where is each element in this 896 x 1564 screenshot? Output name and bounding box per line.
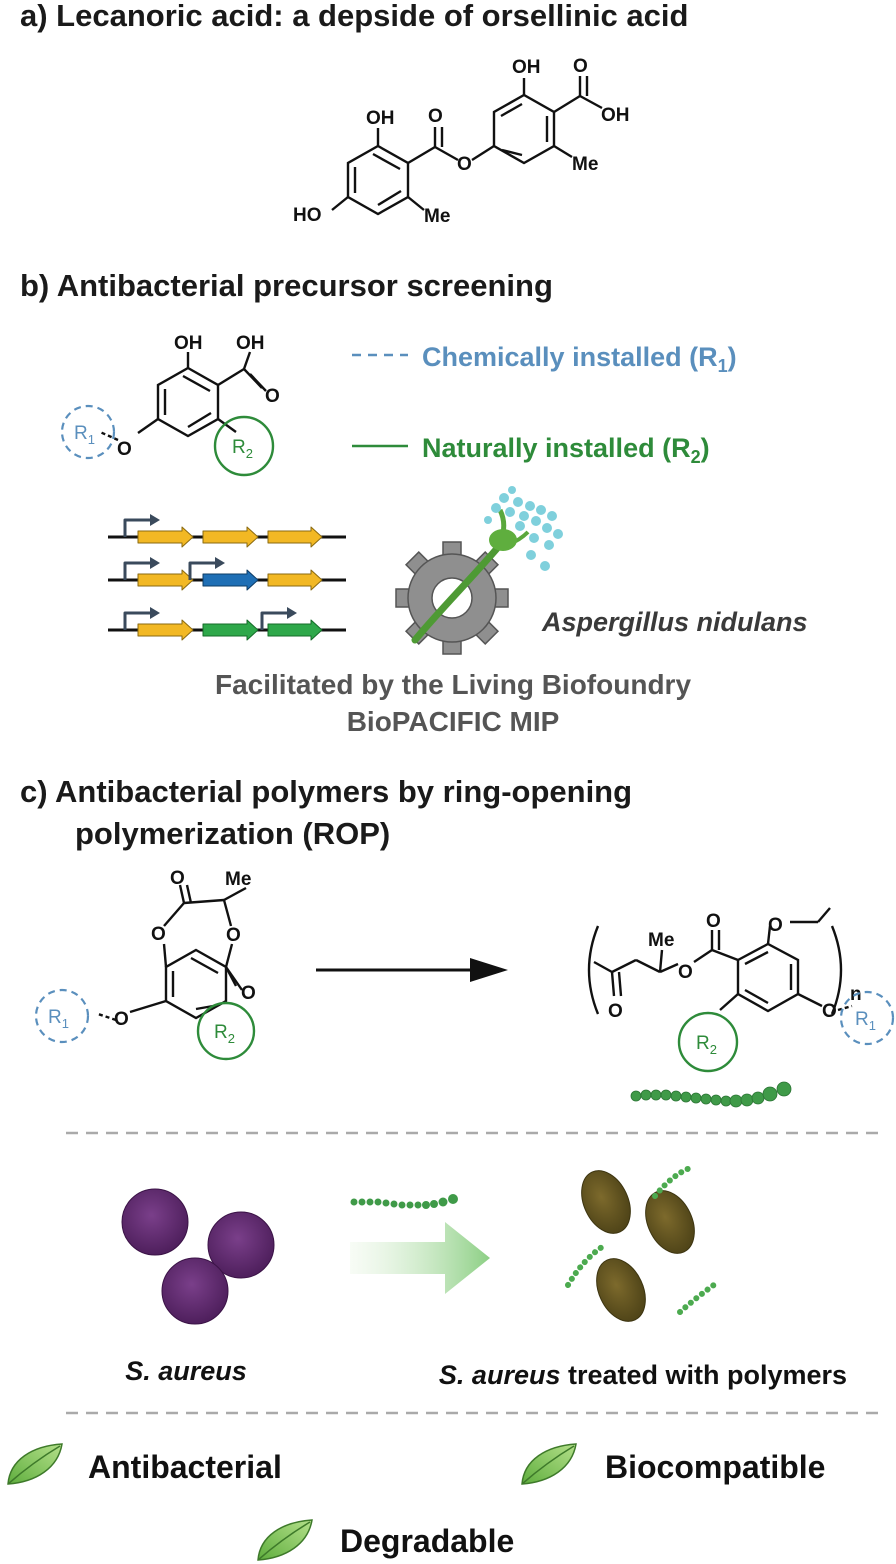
atom-oh-b2: OH	[236, 333, 265, 354]
monomer-bond-extra	[224, 966, 238, 987]
atom-o-p5: O	[822, 1001, 837, 1022]
atom-o-m4: O	[241, 983, 256, 1004]
lecanoric-acid-structure	[331, 76, 603, 216]
orsellinic-core-structure	[99, 351, 267, 442]
property-degradable: Degradable	[340, 1523, 514, 1559]
atom-o-p2: O	[678, 962, 693, 983]
property-biocompatible: Biocompatible	[605, 1449, 825, 1485]
atom-oh-acid: OH	[601, 105, 630, 126]
svg-text:R1: R1	[74, 423, 95, 447]
polymer-chain-icon	[630, 1081, 792, 1108]
atom-me-p: Me	[648, 930, 674, 951]
atom-o-b-ether: O	[117, 439, 132, 460]
reaction-arrow	[316, 958, 508, 982]
property-antibacterial: Antibacterial	[88, 1449, 282, 1485]
atom-oh-b1: OH	[174, 333, 203, 354]
gene-cluster-diagram	[108, 514, 346, 641]
atom-o-carbonyl: O	[428, 106, 443, 127]
monomer-labels: O Me O O O O	[114, 868, 256, 1030]
heading-b: b) Antibacterial precursor screening	[20, 268, 553, 303]
untreated-bacteria-icon	[121, 1188, 275, 1325]
atom-o-m3: O	[226, 925, 241, 946]
monomer-structure	[97, 884, 247, 1022]
polymer-labels: Me O O O O O n	[608, 911, 862, 1022]
atom-me-m: Me	[225, 869, 251, 890]
polymer-chain-small-icon	[350, 1194, 458, 1209]
facilitated-line-1: Facilitated by the Living Biofoundry	[215, 669, 691, 700]
atom-oh-2: OH	[512, 57, 541, 78]
atom-ho: HO	[293, 205, 322, 226]
heading-c-line2: polymerization (ROP)	[75, 816, 390, 851]
treated-label: S. aureus treated with polymers	[439, 1360, 847, 1390]
atom-me-1: Me	[424, 206, 450, 227]
atom-o-m5: O	[114, 1009, 129, 1030]
atom-o-ester: O	[457, 154, 472, 175]
atom-o-m2: O	[151, 924, 166, 945]
treated-bacteria-icon	[565, 1165, 721, 1322]
leaf-icon	[7, 1443, 63, 1485]
untreated-label: S. aureus	[125, 1356, 247, 1386]
organism-label: Aspergillus nidulans	[541, 607, 808, 637]
svg-text:R1: R1	[855, 1009, 876, 1033]
svg-text:R2: R2	[214, 1022, 235, 1046]
orsellinic-core-labels: OH OH O O	[117, 333, 280, 460]
heading-c-line1: c) Antibacterial polymers by ring-openin…	[20, 774, 632, 809]
r1-group-b: R1	[60, 404, 116, 460]
leaf-icon	[257, 1519, 313, 1561]
atom-me-2: Me	[572, 154, 598, 175]
atom-o-m1: O	[170, 868, 185, 889]
svg-text:R2: R2	[232, 437, 253, 461]
polymer-structure	[587, 907, 853, 1015]
atom-o-p1: O	[706, 911, 721, 932]
r1-group-monomer: R1	[34, 988, 90, 1044]
atom-o-acid: O	[573, 56, 588, 77]
atom-o-p4: O	[768, 915, 783, 936]
heading-a: a) Lecanoric acid: a depside of orsellin…	[20, 0, 688, 33]
atom-o-b: O	[265, 386, 280, 407]
r2-group-monomer: R2	[196, 1001, 256, 1061]
leaf-icon	[521, 1443, 577, 1485]
r1-group-polymer: R1	[839, 990, 895, 1046]
legend-naturally-installed: Naturally installed (R2)	[422, 433, 710, 467]
treatment-arrow	[350, 1222, 490, 1294]
r2-group-polymer: R2	[677, 1011, 739, 1073]
svg-text:R2: R2	[696, 1033, 717, 1057]
fungus-icon	[411, 486, 563, 644]
r2-group-b: R2	[213, 415, 275, 477]
svg-text:R1: R1	[48, 1007, 69, 1031]
atom-o-p3: O	[608, 1001, 623, 1022]
facilitated-line-2: BioPACIFIC MIP	[347, 706, 560, 737]
legend-chemically-installed: Chemically installed (R1)	[422, 342, 737, 376]
lecanoric-acid-atom-labels: OH O O HO Me OH O OH Me	[293, 56, 630, 227]
atom-oh-1: OH	[366, 108, 395, 129]
